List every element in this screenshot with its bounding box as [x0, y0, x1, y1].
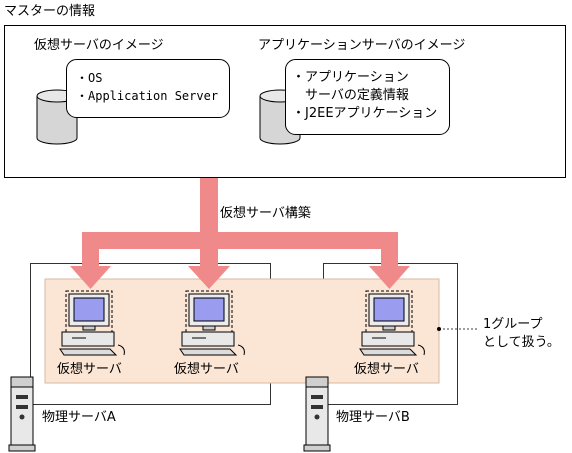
- app-image-item: ・アプリケーション: [292, 70, 409, 85]
- app-image-item: ・J2EEアプリケーション: [292, 106, 438, 121]
- server-tower-icon: [303, 376, 331, 452]
- virtual-server-label: 仮想サーバ: [174, 362, 239, 377]
- app-image-box: [285, 59, 450, 135]
- build-arrows: [70, 178, 410, 289]
- physical-server-b-label: 物理サーバB: [336, 410, 410, 425]
- physical-server-a-label: 物理サーバA: [42, 410, 116, 425]
- virtual-image-box: [66, 59, 230, 118]
- app-image-label: アプリケーションサーバのイメージ: [258, 38, 466, 53]
- master-title: マスターの情報: [4, 4, 96, 19]
- group-note-line1: 1グループ: [483, 317, 543, 332]
- app-image-item: サーバの定義情報: [292, 88, 409, 103]
- virtual-image-item: ・Application Server: [76, 89, 219, 103]
- virtual-image-item: ・OS: [76, 71, 103, 85]
- virtual-server-label: 仮想サーバ: [354, 362, 419, 377]
- server-tower-icon: [8, 376, 36, 452]
- group-note-line2: として扱う。: [483, 335, 560, 350]
- virtual-server-label: 仮想サーバ: [57, 362, 122, 377]
- build-label: 仮想サーバ構築: [220, 206, 311, 221]
- virtual-image-label: 仮想サーバのイメージ: [34, 38, 164, 53]
